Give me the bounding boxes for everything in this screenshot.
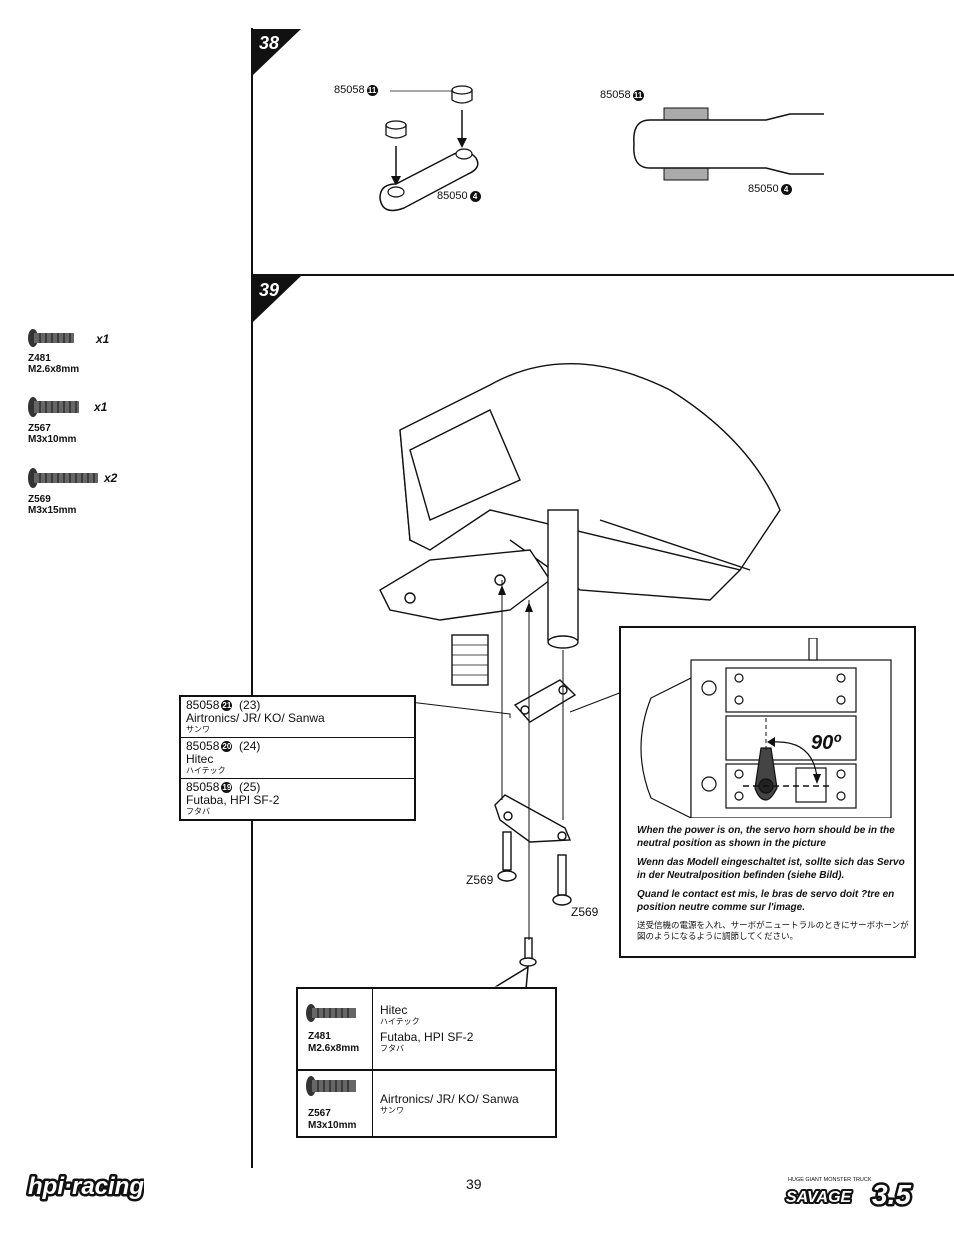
part-number: 85058 [186, 698, 220, 712]
screw-code: Z569 [28, 494, 51, 505]
step-number: 39 [259, 280, 280, 300]
part-number: 85058 [600, 89, 631, 101]
part-number: 85058 [186, 780, 220, 794]
ref-badge: 4 [780, 183, 792, 195]
servo-instructions: When the power is on, the servo horn sho… [637, 824, 909, 948]
screw-label: Z569 [466, 873, 494, 887]
screw-item: Z567 M3x10mm [28, 396, 83, 445]
svg-text:hpi·racing: hpi·racing [28, 1173, 144, 1200]
hpi-racing-logo: hpi·racing hpi·racing [26, 1170, 147, 1207]
savage-logo: HUGE GIANT MONSTER TRUCK SAVAGE SAVAGE 3… [784, 1172, 926, 1213]
screw-icon [28, 397, 79, 417]
svg-text:SAVAGE: SAVAGE [786, 1189, 853, 1206]
instruction-de: Wenn das Modell eingeschaltet ist, sollt… [637, 857, 905, 881]
rod-orientation-illustration [633, 107, 824, 181]
step-number: 38 [259, 33, 280, 53]
brand-name-jp: フタバ [380, 1044, 404, 1053]
table-row: Z481 M2.6x8mm Hitec ハイテック Futaba, HPI SF… [298, 989, 555, 1071]
ref-badge: 21 [221, 700, 233, 712]
servo-brands-jp: ハイテック [186, 766, 226, 775]
screw-icon [306, 1076, 356, 1096]
instruction-jp: 送受信機の電源を入れ、サーボがニュートラルのときにサーボホーンが図のようになるよ… [637, 920, 909, 941]
instruction-fr: Quand le contact est mis, le bras de ser… [637, 889, 895, 913]
screw-size: M3x10mm [28, 434, 77, 445]
part-number: 85058 [334, 84, 365, 96]
servo-brands: Airtronics/ JR/ KO/ Sanwa [186, 711, 325, 725]
horn-size: (24) [239, 739, 261, 753]
brand-name-jp: ハイテック [380, 1017, 420, 1026]
part-number: 85050 [748, 183, 779, 195]
servo-assembly-illustration [379, 363, 781, 967]
screw-size: M2.6x8mm [308, 1043, 360, 1054]
brand-name-jp: サンワ [380, 1106, 404, 1115]
screw-size: M2.6x8mm [28, 364, 80, 375]
part-number: 85050 [437, 190, 468, 202]
table-row: Z567 M3x10mm Airtronics/ JR/ KO/ Sanwa サ… [298, 1071, 555, 1136]
servo-screw-table: Z481 M2.6x8mm Hitec ハイテック Futaba, HPI SF… [296, 987, 557, 1138]
screw-item: Z569 M3x15mm [28, 467, 102, 516]
servo-neutral-illustration [640, 638, 892, 818]
screw-icon [28, 329, 74, 347]
screw-size: M3x10mm [308, 1120, 357, 1131]
svg-text:SAVAGE: SAVAGE [786, 1189, 853, 1206]
ref-badge: 4 [469, 190, 481, 202]
servo-brands-jp: サンワ [186, 725, 210, 734]
page-number: 39 [466, 1176, 482, 1192]
screw-icon [306, 1004, 356, 1022]
servo-brand: Futaba, HPI SF-2 フタバ [380, 1030, 474, 1054]
instruction-en: When the power is on, the servo horn sho… [637, 825, 895, 849]
table-cell: Z567 M3x10mm [298, 1071, 373, 1136]
ref-badge: 11 [632, 89, 644, 101]
part-number: 85058 [186, 739, 220, 753]
screw-code: Z481 [28, 353, 51, 364]
screw-qty: x1 [94, 400, 108, 414]
servo-brand: Airtronics/ JR/ KO/ Sanwa サンワ [380, 1092, 519, 1116]
ref-badge: 20 [221, 741, 233, 753]
screw-code: Z567 [308, 1108, 331, 1119]
step-39-tab: 39 [253, 276, 305, 324]
screw-item: Z481 M2.6x8mm [28, 328, 79, 375]
screw-qty: x1 [96, 332, 110, 346]
screw-label: Z569 [571, 905, 599, 919]
screw-size: M3x15mm [28, 505, 77, 516]
ref-badge: 11 [366, 84, 378, 96]
svg-text:3.5: 3.5 [872, 1179, 911, 1208]
ref-badge: 19 [221, 782, 233, 794]
svg-text:hpi·racing: hpi·racing [28, 1173, 144, 1200]
servo-brands: Hitec [186, 752, 214, 766]
screw-qty: x2 [104, 471, 118, 485]
horn-size: (23) [239, 698, 261, 712]
screw-icon [28, 468, 98, 488]
brand-name: Hitec [380, 1003, 408, 1017]
callout-leader [410, 691, 623, 718]
step-divider [251, 274, 954, 276]
servo-neutral-box: 90º When the power is on, the servo horn… [619, 626, 916, 958]
steering-rod-exploded-illustration [379, 85, 479, 212]
step-38-tab: 38 [253, 29, 305, 77]
angle-label: 90º [811, 732, 841, 754]
servo-brand: Hitec ハイテック [380, 1003, 420, 1027]
servo-brands-jp: フタバ [186, 807, 210, 816]
brand-name: Futaba, HPI SF-2 [380, 1030, 474, 1044]
horn-size: (25) [239, 780, 261, 794]
table-cell: Z481 M2.6x8mm [298, 989, 373, 1069]
svg-text:HUGE GIANT MONSTER TRUCK: HUGE GIANT MONSTER TRUCK [788, 1177, 872, 1183]
screw-code: Z481 [308, 1031, 331, 1042]
brand-name: Airtronics/ JR/ KO/ Sanwa [380, 1092, 519, 1106]
screw-code: Z567 [28, 423, 51, 434]
svg-text:3.5: 3.5 [872, 1179, 911, 1208]
vertical-divider [251, 28, 253, 1168]
servo-brands: Futaba, HPI SF-2 [186, 793, 280, 807]
